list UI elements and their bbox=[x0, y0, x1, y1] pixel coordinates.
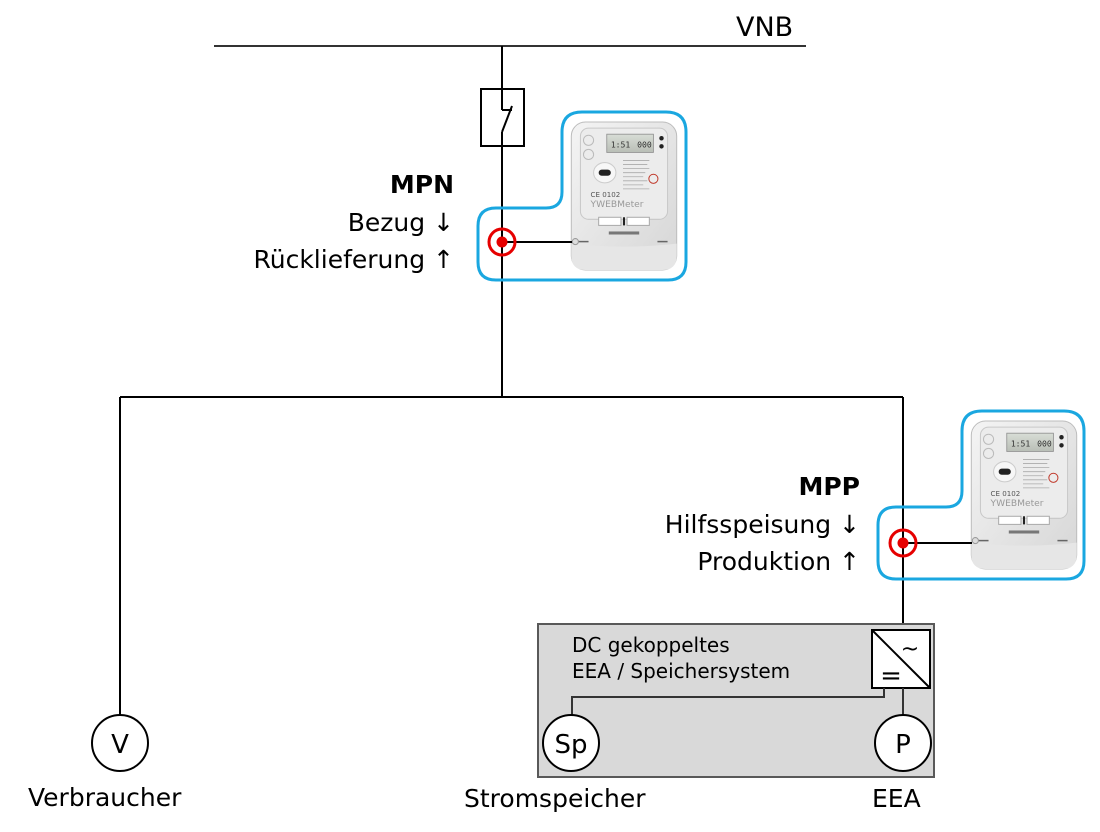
main-switch-icon bbox=[480, 80, 525, 150]
measurement-point-mpp-icon[interactable] bbox=[888, 528, 918, 558]
node-storage[interactable]: Sp bbox=[542, 714, 600, 772]
meter-mpp-device-icon bbox=[970, 420, 1078, 570]
consumer-symbol: V bbox=[111, 730, 129, 760]
inverter-icon: ~ = bbox=[871, 629, 931, 691]
dc-system-box bbox=[537, 623, 935, 778]
dc-system-line1: DC gekoppeltes bbox=[572, 633, 730, 657]
mpn-title: MPN bbox=[389, 170, 454, 199]
node-pv[interactable]: P bbox=[874, 714, 932, 772]
dc-link-storage bbox=[571, 688, 885, 722]
storage-symbol: Sp bbox=[554, 730, 587, 760]
meter-mpp bbox=[876, 409, 1086, 581]
meter-mpn bbox=[476, 110, 688, 282]
dc-symbol: = bbox=[880, 661, 902, 691]
grid-label: VNB bbox=[736, 12, 794, 43]
dc-system-line2: EEA / Speichersystem bbox=[572, 659, 791, 683]
pv-label: EEA bbox=[872, 784, 921, 813]
pv-symbol: P bbox=[895, 730, 911, 760]
mpn-import-label: Bezug ↓ bbox=[347, 208, 454, 237]
ac-symbol: ~ bbox=[901, 637, 919, 662]
mpp-aux-supply-label: Hilfsspeisung ↓ bbox=[664, 510, 860, 539]
node-consumer[interactable]: V bbox=[91, 714, 149, 772]
consumer-label: Verbraucher bbox=[28, 783, 182, 812]
measurement-point-mpn-icon[interactable] bbox=[487, 227, 517, 257]
meter-mpp-outline bbox=[876, 409, 1086, 581]
meter-mpn-outline bbox=[476, 110, 688, 282]
storage-label: Stromspeicher bbox=[464, 784, 646, 813]
mpp-production-label: Produktion ↑ bbox=[697, 547, 860, 576]
mpp-title: MPP bbox=[798, 472, 860, 501]
mpn-export-label: Rücklieferung ↑ bbox=[253, 245, 454, 274]
meter-mpn-device-icon bbox=[570, 121, 678, 271]
